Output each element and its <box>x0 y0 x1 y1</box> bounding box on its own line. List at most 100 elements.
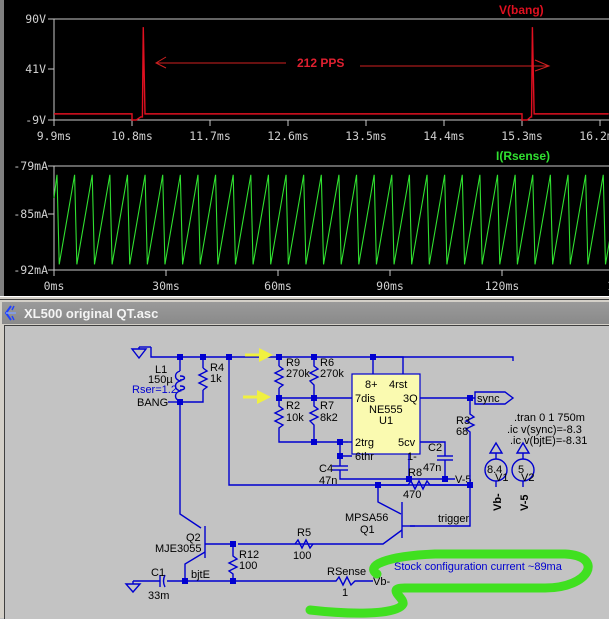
net-label-vb: Vb- <box>373 576 390 588</box>
resistor-r3-icon[interactable] <box>410 398 476 527</box>
voltage-source-v2[interactable] <box>511 441 535 487</box>
bottom-ytick-label: -79mA <box>13 159 48 173</box>
top-ytick-label: -9V <box>25 113 46 127</box>
wire-bang-q2c <box>179 402 202 529</box>
r5-name: R5 <box>297 527 311 539</box>
annotation-arrowhead-left <box>154 56 167 69</box>
voltage-source-v1[interactable] <box>484 441 508 487</box>
top-xtick-label: 11.7ms <box>189 129 231 143</box>
inductor-l1-icon <box>174 370 183 402</box>
bottom-trace-label[interactable]: I(Rsense) <box>496 149 550 163</box>
ne555-pin-6: 6thr <box>355 451 374 463</box>
junction-dot <box>230 541 236 547</box>
c1-name: C1 <box>151 567 165 579</box>
ne555-pin-1: 1- <box>407 451 417 463</box>
ne555-pin-7: 7dis <box>355 393 376 405</box>
resistor-r9-icon[interactable] <box>273 365 285 389</box>
net-label-trigger: trigger <box>438 513 470 525</box>
junction-dot <box>337 453 343 459</box>
r12-name: R12 <box>239 549 259 561</box>
ne555-pin-4: 4rst <box>389 379 407 391</box>
capacitor-c1-plate2 <box>162 574 166 588</box>
directive-tran[interactable]: .tran 0 1 750m <box>514 412 585 424</box>
bottom-xtick-label: 90ms <box>376 279 404 293</box>
resistor-r12-icon[interactable] <box>227 544 239 581</box>
schematic-drawing: L1 150µ Rser=1.2 R4 1k BANG R9 270k R2 1… <box>124 346 593 618</box>
bottom-ytick-label: -85mA <box>13 207 48 221</box>
l1-rser: Rser=1.2 <box>132 384 177 396</box>
v1-name: V1 <box>495 472 508 484</box>
junction-dot <box>182 578 188 584</box>
net-label-bang: BANG <box>137 397 168 409</box>
rsense-value: 1 <box>342 587 348 599</box>
r7-value: 8k2 <box>320 412 338 424</box>
i-rsense-trace[interactable] <box>53 174 609 265</box>
ne555-u1-body[interactable] <box>351 373 421 455</box>
junction-dot <box>375 482 381 488</box>
directive-ic-bjte[interactable]: .ic v(bjtE)=-8.31 <box>510 435 587 447</box>
wire-q2-emitter <box>184 551 206 581</box>
v2-name: V2 <box>521 472 534 484</box>
annotation-arrowhead-right <box>534 59 551 72</box>
q1-part: MPSA56 <box>345 512 388 524</box>
q2-part: MJE3055 <box>155 543 201 555</box>
top-xtick-label: 10.8ms <box>111 129 153 143</box>
top-xtick-label: 12.6ms <box>267 129 309 143</box>
wire-r4-bot <box>180 390 204 403</box>
junction-dot <box>337 439 343 445</box>
junction-dot <box>311 354 317 360</box>
junction-dot <box>442 476 448 482</box>
c2-value: 47n <box>423 462 441 474</box>
v1-value: 8.4 <box>487 464 502 476</box>
junction-dot <box>276 395 282 401</box>
ne555-pin-8: 8+ <box>365 379 378 391</box>
r7-name: R7 <box>320 400 334 412</box>
top-xtick-label: 15.3ms <box>501 129 543 143</box>
r9-value: 270k <box>286 368 310 380</box>
inductor-l1-loops <box>179 375 186 391</box>
junction-dot <box>406 476 412 482</box>
r2-value: 10k <box>286 412 304 424</box>
top-xtick-label: 14.4ms <box>423 129 465 143</box>
directive-ic-sync[interactable]: .ic v(sync)=-8.3 <box>507 424 582 436</box>
schematic-app-icon <box>4 305 16 321</box>
resistor-r5-icon[interactable] <box>294 538 314 550</box>
junction-dot <box>467 395 473 401</box>
ne555-name: U1 <box>379 415 393 427</box>
net-label-sync: sync <box>477 393 500 405</box>
resistor-r4-icon[interactable] <box>197 367 209 391</box>
net-label-v5-rot: V-5 <box>519 494 531 511</box>
net-label-bjte: bjtE <box>191 569 210 581</box>
resistor-r6-icon[interactable] <box>308 357 320 398</box>
ground-icon-c1 <box>124 583 142 594</box>
schematic-title: XL500 original QT.asc <box>24 305 159 321</box>
v-bang-trace[interactable] <box>54 27 609 121</box>
r5-value: 100 <box>293 550 311 562</box>
resistor-r2-icon[interactable] <box>273 398 348 443</box>
r3-name: R3 <box>456 415 470 427</box>
top-ytick-label: 90V <box>25 12 46 26</box>
ne555-part: NE555 <box>369 404 403 416</box>
schematic-canvas[interactable]: L1 150µ Rser=1.2 R4 1k BANG R9 270k R2 1… <box>4 325 609 619</box>
top-xtick-label: 13.5ms <box>345 129 387 143</box>
pane-splitter[interactable] <box>0 296 609 300</box>
top-xtick-label: 9.9ms <box>37 129 72 143</box>
bottom-xtick-label: 15 <box>607 279 609 293</box>
net-port-sync[interactable] <box>474 391 515 405</box>
bottom-ytick-label: -92mA <box>13 263 48 277</box>
junction-dot <box>467 482 473 488</box>
schematic-title-bar[interactable]: XL500 original QT.asc <box>2 302 609 324</box>
ne555-pin-2: 2trg <box>355 437 374 449</box>
junction-dot <box>276 354 282 360</box>
bottom-xtick-label: 30ms <box>152 279 180 293</box>
wire-q1-emitter <box>377 485 402 515</box>
bottom-xtick-label: 120ms <box>485 279 520 293</box>
resistor-r8-icon[interactable] <box>378 479 470 491</box>
comment-text[interactable]: Stock configuration current ~89ma <box>394 561 563 573</box>
v2-value: 5 <box>518 464 524 476</box>
resistor-r7-icon[interactable] <box>308 398 320 442</box>
r4-name: R4 <box>210 362 224 374</box>
junction-dot <box>230 578 236 584</box>
top-trace-label[interactable]: V(bang) <box>499 3 544 17</box>
